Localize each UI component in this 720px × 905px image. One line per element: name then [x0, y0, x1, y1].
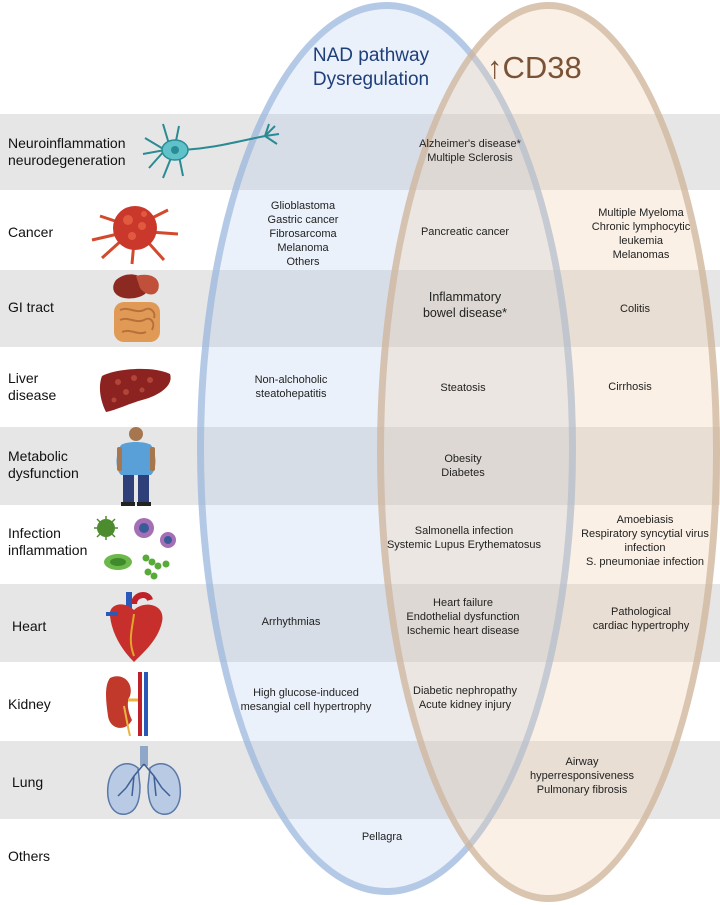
- disease-label: Pancreatic cancer: [420, 226, 510, 238]
- overlap-cell-metabolic: Obesity Diabetes: [413, 452, 513, 480]
- row-label-infection: Infection inflammation: [8, 525, 88, 558]
- disease-label: Inflammatory: [428, 290, 502, 304]
- disease-label: hyperresponsiveness: [530, 770, 634, 782]
- nad-cell-heart: Arrhythmias: [241, 615, 341, 629]
- heart-icon: [106, 592, 163, 662]
- disease-label: Salmonella infection: [414, 525, 514, 537]
- disease-label: Pulmonary fibrosis: [536, 784, 628, 796]
- row-label-lung: Lung: [12, 774, 44, 790]
- cd38-cell-lung: Airway hyperresponsiveness Pulmonary fib…: [520, 755, 644, 797]
- disease-label: High glucose-induced: [253, 687, 359, 699]
- overlap-cell-cancer: Pancreatic cancer: [395, 225, 535, 239]
- cd38-cell-gi: Colitis: [590, 302, 680, 316]
- disease-label: S. pneumoniae infection: [585, 556, 705, 568]
- disease-label: leukemia: [618, 235, 664, 247]
- nad-cell-kidney: High glucose-induced mesangial cell hype…: [226, 686, 386, 714]
- tumor-cell-icon: [91, 206, 179, 265]
- overlap-cell-neuro: Alzheimer's disease* Multiple Sclerosis: [395, 137, 545, 165]
- disease-label: Others: [286, 256, 320, 268]
- lungs-icon: [106, 746, 182, 815]
- disease-label: Melanoma: [277, 242, 329, 254]
- disease-label: Respiratory syncytial virus: [581, 528, 709, 540]
- disease-label: Heart failure: [433, 597, 493, 609]
- microbes-icon: [94, 516, 176, 580]
- obese-person-icon: [116, 427, 156, 506]
- disease-label: Obesity: [444, 453, 482, 465]
- disease-label: Diabetic nephropathy: [413, 685, 517, 697]
- overlap-cell-others: Pellagra: [342, 830, 422, 844]
- cd38-cell-infection: Amoebiasis Respiratory syncytial virus i…: [574, 513, 716, 569]
- overlap-cell-liver: Steatosis: [403, 381, 523, 395]
- disease-label: Airway: [565, 756, 599, 768]
- nad-cell-liver: Non-alchoholic steatohepatitis: [226, 373, 356, 401]
- cd38-ellipse: [377, 2, 720, 902]
- disease-label: infection: [624, 542, 666, 554]
- disease-label: Chronic lymphocytic: [591, 221, 691, 233]
- disease-label: Cirrhosis: [608, 381, 652, 393]
- kidney-icon: [106, 672, 148, 736]
- disease-label: Multiple Myeloma: [598, 207, 684, 219]
- row-label-gi: GI tract: [8, 299, 54, 315]
- disease-label: steatohepatitis: [255, 388, 327, 400]
- overlap-cell-heart: Heart failure Endothelial dysfunction Is…: [388, 596, 538, 638]
- cd38-cell-heart: Pathological cardiac hypertrophy: [578, 605, 704, 633]
- disease-label: bowel disease*: [422, 306, 508, 320]
- liver-icon: [99, 368, 171, 412]
- digestive-tract-icon: [113, 274, 160, 342]
- disease-label: Pellagra: [361, 831, 403, 843]
- row-label-kidney: Kidney: [8, 696, 51, 712]
- overlap-cell-infection: Salmonella infection Systemic Lupus Eryt…: [370, 524, 558, 552]
- cd38-cell-cancer: Multiple Myeloma Chronic lymphocytic leu…: [572, 206, 710, 262]
- disease-label: Arrhythmias: [261, 616, 321, 628]
- overlap-cell-gi: Inflammatory bowel disease*: [390, 289, 540, 321]
- disease-label: Pathological: [611, 606, 671, 618]
- disease-label: Non-alchoholic: [254, 374, 328, 386]
- disease-label: mesangial cell hypertrophy: [240, 701, 372, 713]
- disease-label: Amoebiasis: [616, 514, 674, 526]
- row-label-cancer: Cancer: [8, 224, 54, 240]
- nad-pathway-title: NAD pathway Dysregulation: [312, 45, 430, 90]
- disease-label: Colitis: [620, 303, 650, 315]
- row-label-liver: Liver disease: [8, 370, 57, 403]
- cd38-label: CD38: [502, 50, 582, 85]
- disease-label: Melanomas: [612, 249, 670, 261]
- disease-label: Fibrosarcoma: [269, 228, 337, 240]
- disease-label: Systemic Lupus Erythematosus: [386, 539, 542, 551]
- disease-label: Endothelial dysfunction: [406, 611, 520, 623]
- disease-label: Acute kidney injury: [418, 699, 512, 711]
- row-label-heart: Heart: [12, 618, 47, 634]
- row-label-others: Others: [8, 848, 51, 864]
- cd38-title: ↑CD38: [487, 50, 582, 86]
- disease-label: Alzheimer's disease*: [419, 138, 521, 150]
- row-label-metabolic: Metabolic dysfunction: [8, 448, 79, 481]
- disease-label: Multiple Sclerosis: [427, 152, 513, 164]
- cd38-cell-liver: Cirrhosis: [590, 380, 670, 394]
- disease-label: Steatosis: [440, 382, 486, 394]
- disease-label: Diabetes: [441, 467, 485, 479]
- up-arrow-icon: ↑: [487, 50, 503, 85]
- disease-label: Gastric cancer: [267, 214, 339, 226]
- nad-cell-cancer: Glioblastoma Gastric cancer Fibrosarcoma…: [248, 199, 358, 269]
- neuron-icon: [142, 123, 280, 179]
- row-label-neuro: Neuroinflammation neurodegeneration: [8, 135, 126, 168]
- overlap-cell-kidney: Diabetic nephropathy Acute kidney injury: [395, 684, 535, 712]
- disease-label: Ischemic heart disease: [406, 625, 520, 637]
- disease-label: cardiac hypertrophy: [592, 620, 690, 632]
- disease-label: Glioblastoma: [270, 200, 336, 212]
